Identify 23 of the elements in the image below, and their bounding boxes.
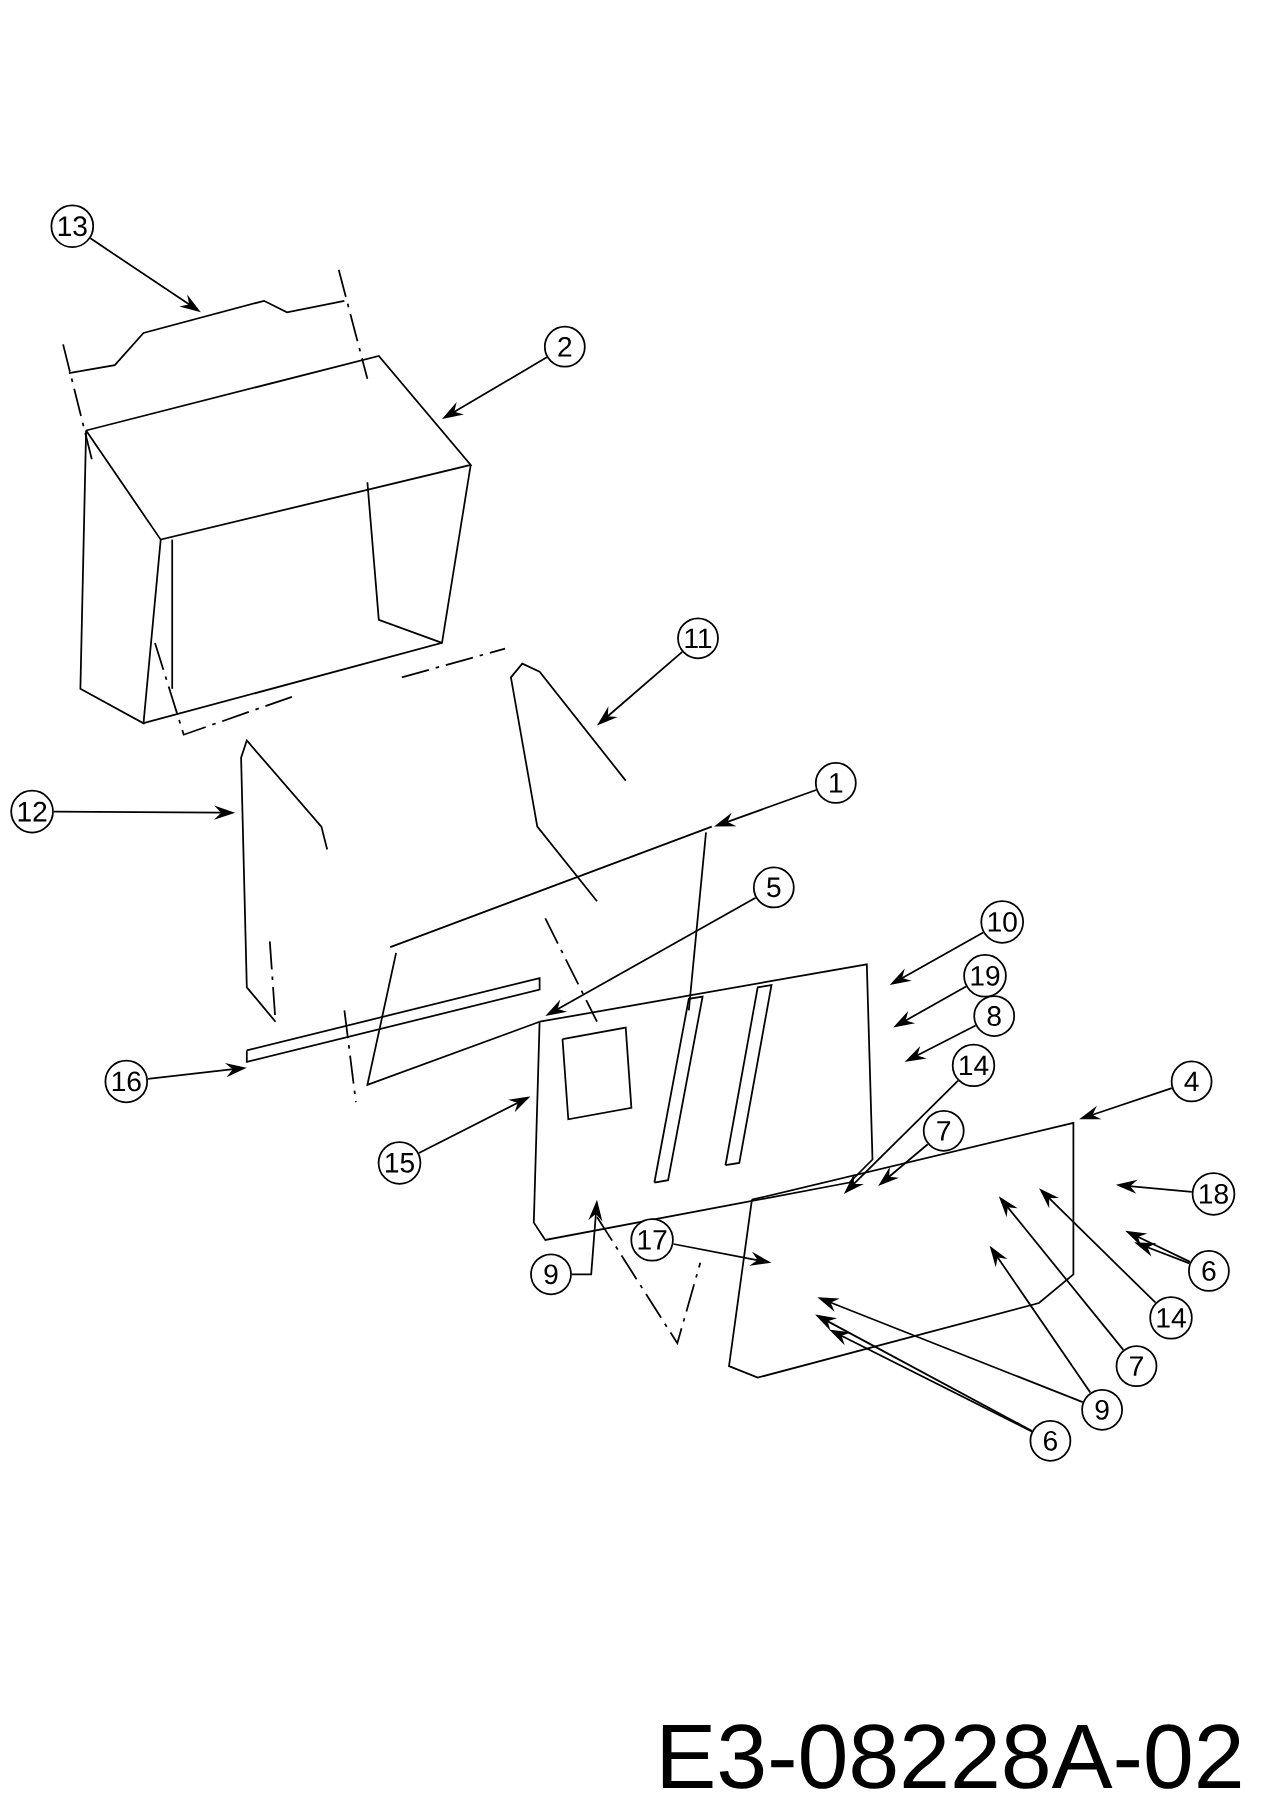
callout-number: 2 (543, 325, 586, 368)
callout-number: 9 (530, 1253, 572, 1296)
callout-number: 12 (10, 789, 54, 834)
callout-number: 1 (814, 762, 857, 804)
callout-number: 5 (752, 866, 795, 909)
callout-number: 17 (630, 1218, 674, 1262)
callout-number: 16 (104, 1059, 149, 1104)
callout-number: 14 (951, 1043, 996, 1088)
callout-number: 15 (377, 1141, 422, 1185)
callout-number: 7 (1115, 1345, 1158, 1387)
part-number-label: E3-08228A-02 (662, 1724, 1241, 1789)
callout-number: 7 (922, 1109, 965, 1152)
callout-number: 6 (1188, 1250, 1230, 1292)
callout-number: 9 (1081, 1388, 1123, 1431)
callout-number: 13 (50, 204, 95, 248)
callout-number: 19 (963, 954, 1007, 998)
callout-number: 10 (980, 900, 1024, 944)
callout-number: 4 (1170, 1060, 1213, 1103)
callout-number: 11 (677, 617, 719, 660)
callout-number: 8 (973, 995, 1016, 1037)
callout-number: 14 (1149, 1296, 1193, 1340)
callout-number: 18 (1191, 1172, 1236, 1216)
callout-number: 6 (1029, 1419, 1072, 1462)
